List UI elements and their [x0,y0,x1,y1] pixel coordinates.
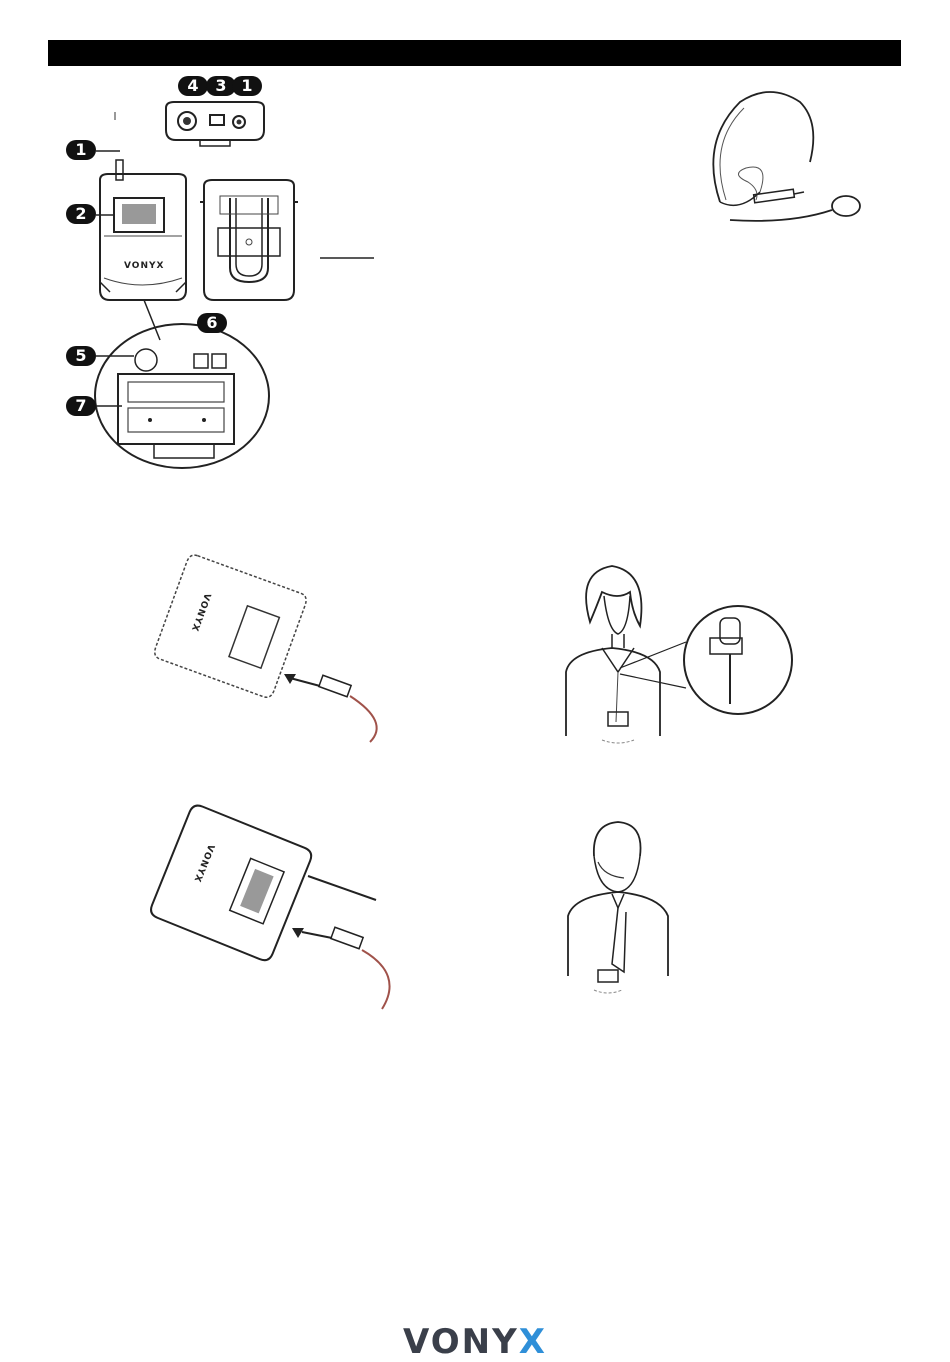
callout-leader-line [96,148,122,154]
callout-6: 6 [197,313,227,333]
device-logo: VONYX [191,843,215,884]
callout-leader-line [96,212,116,218]
lavalier-clip-detail [620,608,800,718]
callout-4: 4 [178,76,208,96]
callout-1-left: 1 [66,140,96,160]
transmitter-jack-connection: VONYX [150,562,390,747]
callout-5: 5 [66,346,96,366]
bodypack-transmitter-back-clip [200,178,300,303]
logo-accent: X [519,1322,547,1362]
vonyx-logo: VONYX [0,1322,950,1362]
headset-microphone [700,82,870,232]
bodypack-transmitter-top-view [160,98,270,148]
headset-on-man [564,816,674,1000]
transmitter-antenna-connection: VONYX [152,814,392,1029]
logo-main: VONY [403,1322,519,1362]
callout-1-top: 1 [232,76,262,96]
bodypack-transmitter-front: VONYX [94,160,194,310]
antenna-marker-icon [112,112,120,122]
header-bar [48,40,901,66]
callout-7: 7 [66,396,96,416]
callout-leader-lines [96,354,136,410]
device-logo: VONYX [189,592,212,633]
device-logo: VONYX [124,261,164,271]
callout-2: 2 [66,204,96,224]
separator-line [320,256,376,260]
